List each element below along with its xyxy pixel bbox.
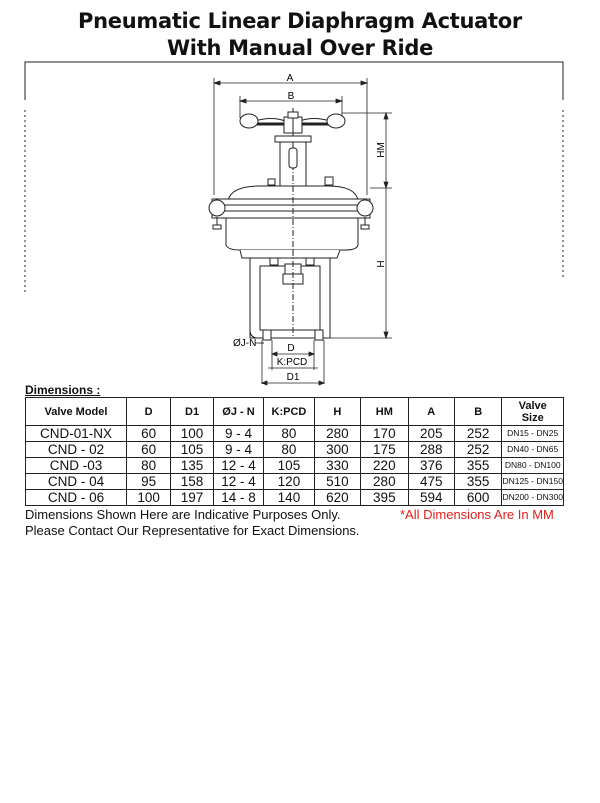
actuator-drawing: A B	[24, 61, 564, 386]
header-cell: B	[453, 397, 503, 426]
table-cell: 105	[263, 457, 315, 474]
table-cell: 60	[125, 425, 172, 442]
table-cell: 205	[407, 425, 455, 442]
table-cell: 170	[360, 425, 409, 442]
table-cell: DN15 - DN25	[501, 425, 564, 442]
table-cell: 140	[263, 489, 315, 506]
handwheel	[239, 108, 346, 138]
table-cell: 280	[360, 473, 409, 490]
table-cell: 395	[360, 489, 409, 506]
dimension-a	[212, 78, 369, 195]
table-cell: 300	[313, 441, 362, 458]
table-cell: 355	[453, 457, 503, 474]
dimensions-heading: Dimensions :	[25, 383, 101, 397]
table-cell: 288	[407, 441, 455, 458]
dimension-h	[330, 188, 392, 340]
label-d: D	[287, 343, 294, 354]
table-cell: CND -03	[25, 457, 127, 474]
table-cell: 135	[170, 457, 214, 474]
header-cell: H	[313, 397, 362, 426]
header-cell: D	[125, 397, 172, 426]
table-cell: DN40 - DN65	[501, 441, 564, 458]
indicative-note: Dimensions Shown Here are Indicative Pur…	[25, 507, 341, 522]
table-cell: 475	[407, 473, 455, 490]
table-header-row: Valve Model D D1 ØJ - N K:PCD H HM A B V…	[25, 397, 564, 426]
dimensions-table: Valve Model D D1 ØJ - N K:PCD H HM A B V…	[25, 397, 564, 506]
label-d1: D1	[287, 372, 300, 383]
table-cell: CND-01-NX	[25, 425, 127, 442]
table-cell: DN125 - DN150	[501, 473, 564, 490]
lower-yoke	[239, 249, 341, 341]
table-cell: 100	[170, 425, 214, 442]
table-row: CND -03 80 135 12 - 4 105 330 220 376 35…	[25, 457, 564, 474]
table-cell: 355	[453, 473, 503, 490]
dimension-hm	[342, 111, 392, 190]
header-cell: ØJ - N	[212, 397, 265, 426]
table-cell: 80	[125, 457, 172, 474]
table-row: CND - 04 95 158 12 - 4 120 510 280 475 3…	[25, 473, 564, 490]
table-row: CND - 06 100 197 14 - 8 140 620 395 594 …	[25, 489, 564, 506]
units-note: *All Dimensions Are In MM	[400, 507, 554, 522]
table-cell: 620	[313, 489, 362, 506]
page-title-line1: Pneumatic Linear Diaphragm Actuator	[78, 9, 522, 33]
dimension-bottom	[255, 340, 326, 386]
table-cell: 60	[125, 441, 172, 458]
label-pcd: K:PCD	[277, 357, 308, 368]
header-cell: HM	[360, 397, 409, 426]
table-cell: 9 - 4	[212, 425, 265, 442]
header-cell: Valve Model	[25, 397, 127, 426]
table-row: CND-01-NX 60 100 9 - 4 80 280 170 205 25…	[25, 425, 564, 442]
drawing-frame	[24, 61, 564, 295]
table-cell: 12 - 4	[212, 457, 265, 474]
table-cell: 80	[263, 441, 315, 458]
label-hm: HM	[376, 142, 387, 158]
table-cell: 376	[407, 457, 455, 474]
contact-note: Please Contact Our Representative for Ex…	[25, 523, 360, 538]
header-cell: D1	[170, 397, 214, 426]
table-cell: 95	[125, 473, 172, 490]
label-h: H	[376, 260, 387, 267]
table-cell: 12 - 4	[212, 473, 265, 490]
table-cell: 280	[313, 425, 362, 442]
header-cell: K:PCD	[263, 397, 315, 426]
table-cell: 9 - 4	[212, 441, 265, 458]
table-cell: 105	[170, 441, 214, 458]
label-a: A	[287, 73, 294, 84]
table-cell: 220	[360, 457, 409, 474]
table-row: CND - 02 60 105 9 - 4 80 300 175 288 252…	[25, 441, 564, 458]
diaphragm-casing	[208, 185, 374, 251]
table-cell: 252	[453, 425, 503, 442]
label-b: B	[288, 91, 295, 102]
table-cell: DN80 - DN100	[501, 457, 564, 474]
table-cell: 120	[263, 473, 315, 490]
table-cell: 252	[453, 441, 503, 458]
table-cell: 175	[360, 441, 409, 458]
table-cell: 80	[263, 425, 315, 442]
table-cell: CND - 04	[25, 473, 127, 490]
table-cell: CND - 02	[25, 441, 127, 458]
header-cell: Valve Size	[501, 397, 564, 426]
table-cell: CND - 06	[25, 489, 127, 506]
table-cell: 14 - 8	[212, 489, 265, 506]
dimension-b	[238, 96, 344, 118]
page-title-line2: With Manual Over Ride	[166, 36, 434, 60]
table-cell: 510	[313, 473, 362, 490]
label-j: ØJ-N	[233, 338, 256, 349]
header-cell: A	[407, 397, 455, 426]
table-cell: 600	[453, 489, 503, 506]
table-cell: 100	[125, 489, 172, 506]
table-cell: 594	[407, 489, 455, 506]
table-cell: 197	[170, 489, 214, 506]
table-cell: DN200 - DN300	[501, 489, 564, 506]
table-cell: 330	[313, 457, 362, 474]
table-cell: 158	[170, 473, 214, 490]
override-stem	[267, 135, 334, 188]
